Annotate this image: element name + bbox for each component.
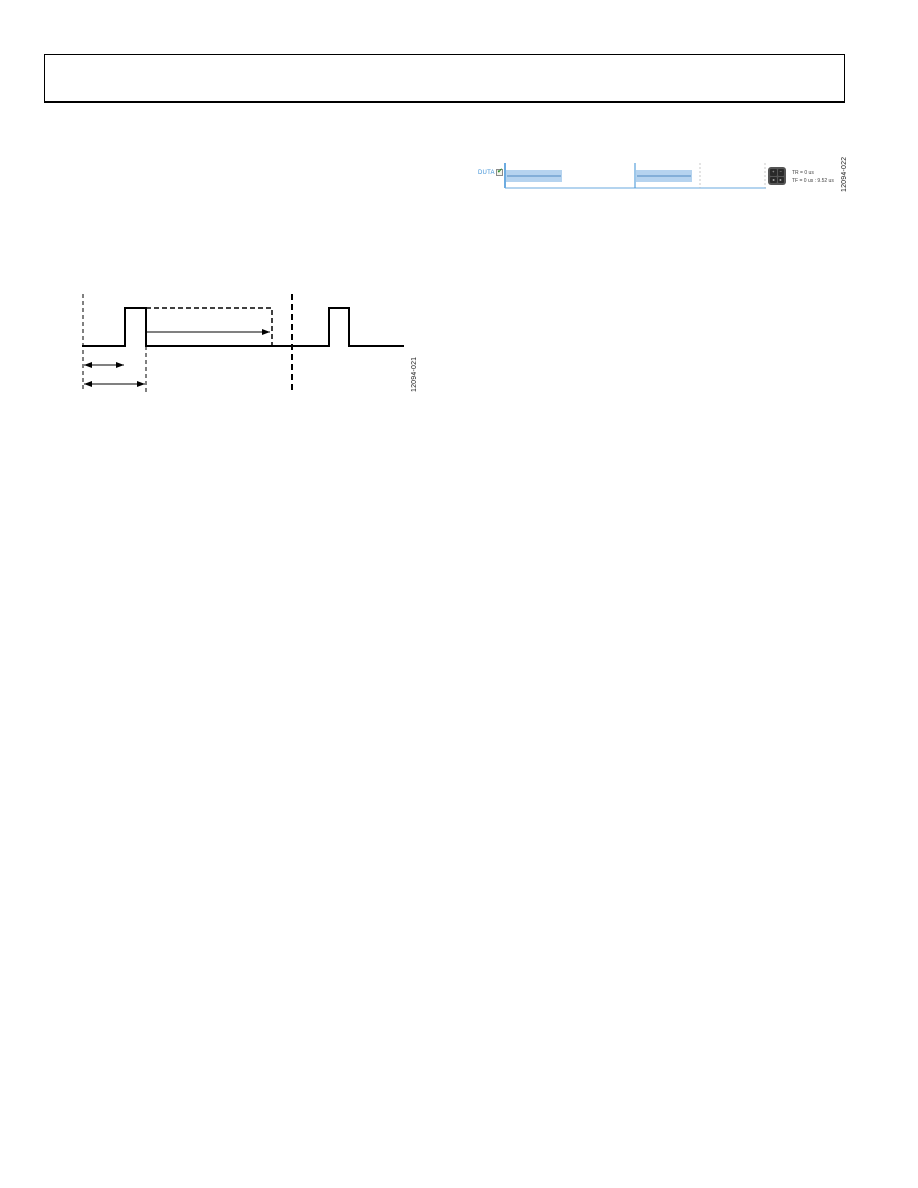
signal-waveform: [82, 307, 404, 347]
figure-id-left: 12094-021: [411, 356, 418, 392]
pan-left-icon[interactable]: ◂: [770, 176, 777, 183]
timeline-graph[interactable]: [504, 155, 766, 200]
channel-label: DUTA: [478, 170, 495, 176]
fall-time-readout: TF = 0 us : 9.52 us: [792, 178, 834, 184]
zoom-out-icon[interactable]: −: [777, 169, 784, 176]
checkmark-icon: ✔: [497, 168, 503, 175]
zoom-control-pad[interactable]: + − ◂ ▸: [768, 167, 786, 185]
rise-time-readout: TR = 0 us: [792, 170, 814, 176]
pulse-timing-diagram: [82, 294, 404, 392]
pan-right-icon[interactable]: ▸: [777, 176, 784, 183]
extended-pulse-dashed-box: [146, 307, 273, 346]
duta-timeline-strip: DUTA ✔ + − ◂ ▸ TR = 0 us TF = 0 us : 9.5…: [470, 155, 840, 200]
figure-id-right: 12094-022: [841, 156, 848, 192]
zoom-in-icon[interactable]: +: [770, 169, 777, 176]
channel-enable-checkbox[interactable]: ✔: [496, 168, 503, 176]
page-header-box: [44, 54, 845, 103]
